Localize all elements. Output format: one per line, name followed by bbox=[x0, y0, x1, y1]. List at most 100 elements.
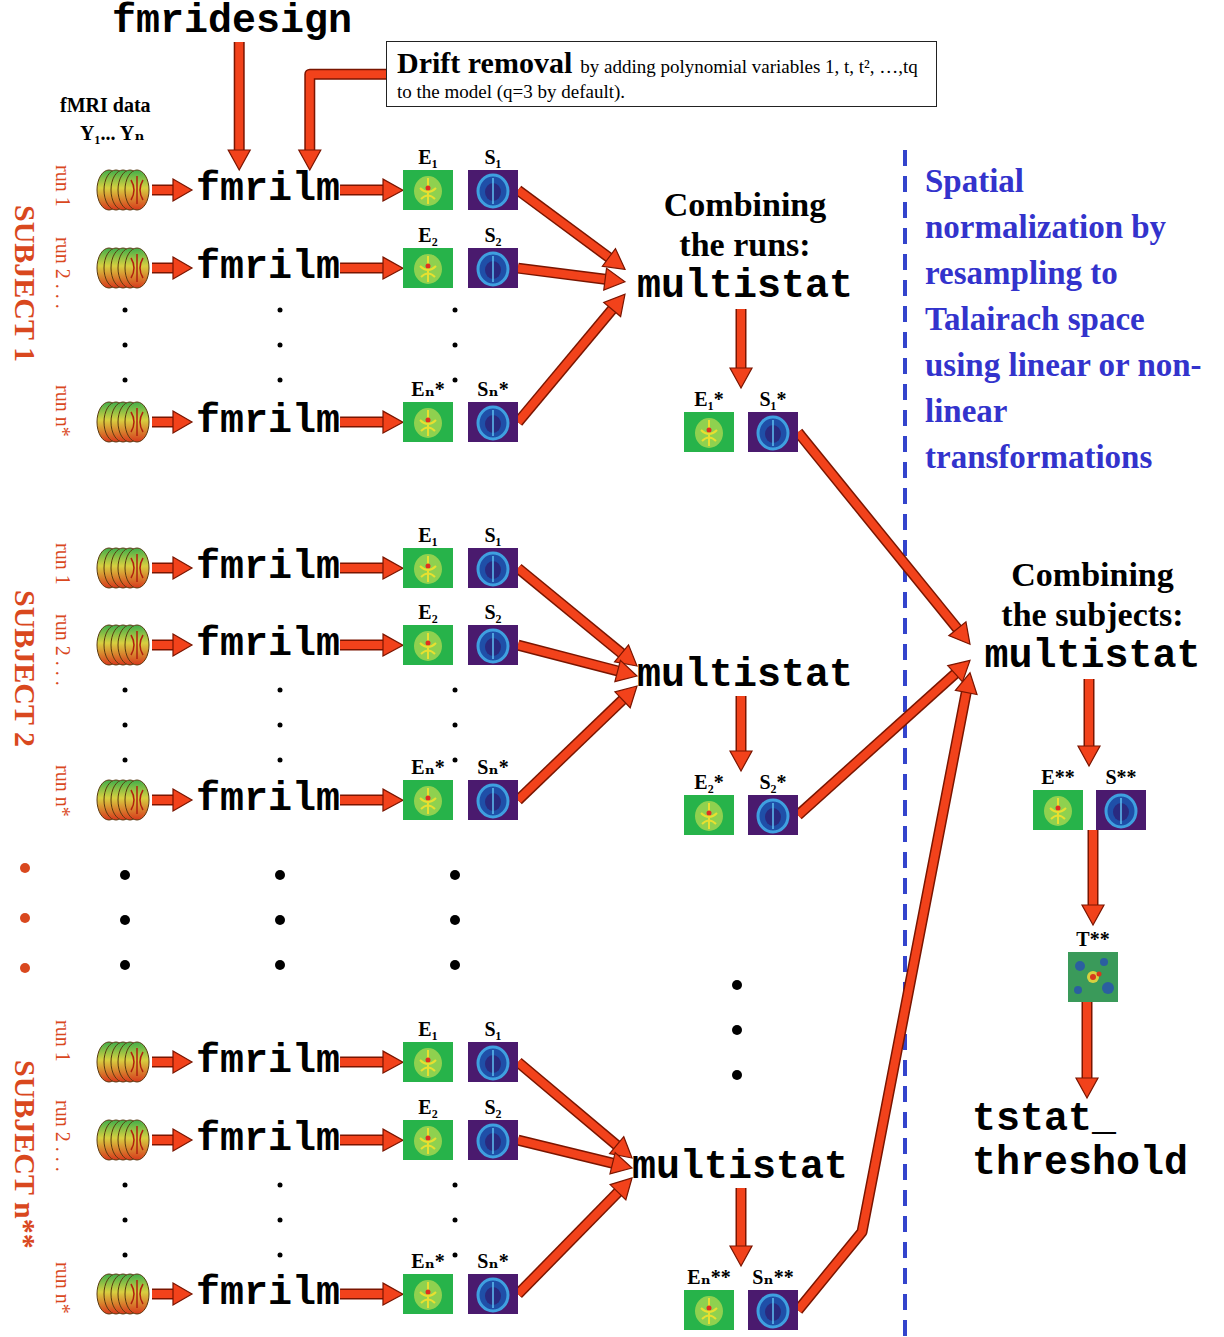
map-label: S₂ bbox=[468, 224, 518, 246]
effect-map bbox=[403, 170, 453, 210]
map-label: E₂ bbox=[403, 601, 453, 623]
image-map: S₂ bbox=[468, 224, 518, 288]
sd-map bbox=[748, 1290, 798, 1330]
map-label: E₂ bbox=[403, 224, 453, 246]
arrow-head bbox=[610, 1153, 632, 1174]
arrow-shaft bbox=[518, 568, 625, 656]
arrow-shaft bbox=[340, 641, 387, 649]
image-map: Eₙ* bbox=[403, 756, 453, 820]
arrow-head bbox=[383, 257, 403, 279]
effect-map bbox=[403, 1120, 453, 1160]
effect-map bbox=[403, 402, 453, 442]
sd-map bbox=[468, 170, 518, 210]
map-label: E₂ bbox=[403, 1096, 453, 1118]
arrow-outline bbox=[518, 697, 625, 800]
image-map: S₁ bbox=[468, 146, 518, 210]
run-label: run n* bbox=[52, 1262, 74, 1314]
step-text: multistat bbox=[632, 1145, 848, 1190]
data-label: fMRI data bbox=[60, 93, 151, 117]
flow-arrow bbox=[340, 1283, 403, 1305]
image-map: Eₙ** bbox=[684, 1266, 734, 1330]
arrow-outline bbox=[310, 74, 386, 154]
effect-map bbox=[1033, 790, 1083, 830]
arrow-shaft bbox=[518, 1140, 616, 1164]
arrow-outline bbox=[518, 645, 622, 672]
image-map: Sₙ* bbox=[468, 1250, 518, 1314]
arrow-outline bbox=[340, 185, 387, 196]
arrow-outline bbox=[340, 1289, 387, 1300]
run-label: run 1 bbox=[52, 1020, 74, 1062]
step-text: fmrilm bbox=[196, 1039, 340, 1084]
arrow-shaft bbox=[518, 306, 615, 422]
arrow-outline bbox=[1088, 830, 1099, 909]
subject-label: SUBJECT 1 bbox=[8, 205, 42, 362]
map-label: S₂* bbox=[748, 771, 798, 793]
run-label: run 1 bbox=[52, 543, 74, 585]
flow-arrow bbox=[730, 1188, 752, 1266]
image-map: S₁ bbox=[468, 524, 518, 588]
step-text: fmrilm bbox=[196, 777, 340, 822]
flow-arrow bbox=[1076, 1002, 1098, 1098]
t-stat-map bbox=[1068, 952, 1118, 1002]
input-arrows bbox=[152, 179, 192, 1305]
arrow-head bbox=[383, 1051, 403, 1073]
flow-arrow bbox=[340, 257, 403, 279]
flow-arrow bbox=[1082, 830, 1104, 925]
image-map: E₁ bbox=[403, 524, 453, 588]
step-text: fmrilm bbox=[196, 167, 340, 212]
flow-arrow bbox=[518, 1178, 632, 1294]
flow-arrow bbox=[798, 673, 977, 1310]
step-text: fmrilm bbox=[196, 399, 340, 444]
arrow-shaft bbox=[1085, 679, 1093, 750]
image-map: T** bbox=[1068, 928, 1118, 1002]
image-map: E₂* bbox=[684, 771, 734, 835]
process-step: fmrilm bbox=[196, 1274, 340, 1314]
step-text: multistat bbox=[625, 265, 865, 309]
arrow-head bbox=[383, 1129, 403, 1151]
flow-arrow bbox=[1078, 679, 1100, 766]
arrow-outline bbox=[340, 417, 387, 428]
map-label: E₁ bbox=[403, 1018, 453, 1040]
arrow-shaft bbox=[737, 309, 745, 372]
arrow-shaft bbox=[340, 418, 387, 426]
note-box: Drift removalby adding polynomial variab… bbox=[386, 41, 937, 107]
process-step: multistat bbox=[637, 656, 853, 696]
map-label: Sₙ* bbox=[468, 1250, 518, 1272]
arrow-shaft bbox=[340, 1058, 387, 1066]
effect-map bbox=[403, 548, 453, 588]
data-label: Y₁... Yₙ bbox=[80, 121, 145, 145]
arrow-outline bbox=[518, 1062, 620, 1148]
arrow-head bbox=[610, 1178, 632, 1200]
arrow-head bbox=[610, 1137, 632, 1158]
flow-arrow bbox=[340, 1129, 403, 1151]
image-map: S₁* bbox=[748, 388, 798, 452]
arrow-head bbox=[383, 634, 403, 656]
arrow-outline bbox=[340, 563, 387, 574]
process-step: fmrilm bbox=[196, 170, 340, 210]
arrow-outline bbox=[340, 795, 387, 806]
sd-map bbox=[468, 1042, 518, 1082]
combine-step: Combining the subjects:multistat bbox=[970, 555, 1215, 679]
map-label: S₁ bbox=[468, 146, 518, 168]
run-label: run 1 bbox=[52, 165, 74, 207]
image-map: Eₙ* bbox=[403, 1250, 453, 1314]
image-map: S₂* bbox=[748, 771, 798, 835]
sd-map bbox=[1096, 790, 1146, 830]
sd-map bbox=[468, 248, 518, 288]
arrow-outline bbox=[234, 42, 245, 154]
map-label: Eₙ* bbox=[403, 1250, 453, 1272]
map-label: E₁ bbox=[403, 524, 453, 546]
arrow-shaft bbox=[310, 74, 386, 154]
run-label: run 2 . . . bbox=[52, 237, 74, 309]
effect-map bbox=[403, 1042, 453, 1082]
arrow-shaft bbox=[1089, 830, 1097, 909]
arrow-head bbox=[383, 179, 403, 201]
effect-map bbox=[684, 1290, 734, 1330]
flow-arrow bbox=[340, 634, 403, 656]
subject-label: SUBJECT n** bbox=[8, 1060, 42, 1249]
effect-map bbox=[403, 625, 453, 665]
process-step: fmridesign bbox=[112, 2, 352, 42]
sd-map bbox=[468, 1120, 518, 1160]
run-label: run n* bbox=[52, 385, 74, 437]
sd-map bbox=[468, 625, 518, 665]
